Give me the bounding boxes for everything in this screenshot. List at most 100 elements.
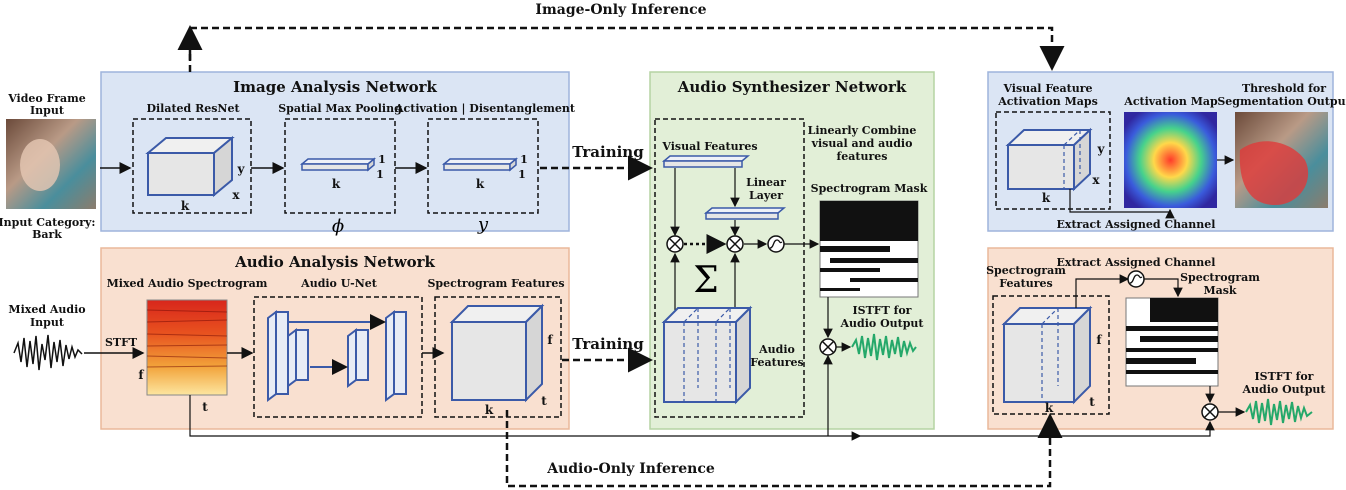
right-sigmoid-to-mask	[1144, 278, 1183, 298]
istft-right-label-1: ISTFT for	[1255, 370, 1314, 383]
synth-audio-feature-cube	[661, 305, 753, 405]
video-frame-label-1: Video Frame	[7, 92, 86, 105]
fm-dim-k: k	[1042, 191, 1051, 205]
right-output-waveform	[1245, 398, 1313, 426]
dilated-resnet-label: Dilated ResNet	[146, 102, 240, 115]
istft-label-1: ISTFT for	[853, 304, 912, 317]
spec-features-dashed-box	[434, 296, 562, 418]
features-dim-f: f	[547, 333, 553, 347]
resnet-dim-x: x	[232, 188, 240, 202]
mixed-audio-spectrogram	[146, 299, 228, 396]
audio-features-label-1: Audio	[758, 343, 795, 356]
input-category-label-1: Input Category:	[0, 216, 95, 229]
linear-layer-bar	[703, 207, 787, 220]
linearly-combine-label-2: visual and audio	[811, 137, 913, 150]
act-dim-1b: 1	[518, 168, 526, 181]
unet-blocks	[267, 310, 407, 402]
synth-output-waveform	[851, 333, 917, 361]
resnet-dim-y: y	[237, 162, 246, 176]
spec-features-right-label-1: Spectrogram	[986, 264, 1066, 277]
pool-dim-1a: 1	[378, 153, 386, 166]
extract-channel-label-bottom: Extract Assigned Channel	[1057, 256, 1216, 269]
istft-right-label-2: Audio Output	[1242, 383, 1327, 396]
activation-disentanglement-label: Activation | Disentanglement	[394, 102, 576, 115]
spatial-max-pooling-label: Spatial Max Pooling	[278, 102, 402, 115]
spectrogram-mask-label: Spectrogram Mask	[811, 182, 928, 195]
y-symbol: y	[477, 214, 489, 235]
sfr-dim-k: k	[1045, 401, 1054, 415]
spec-dim-t: t	[202, 400, 208, 414]
feature-maps-cube	[1005, 127, 1093, 192]
istft-label-2: Audio Output	[840, 317, 925, 330]
synth-output-multiply-node	[819, 338, 837, 356]
mixture-bypass-line-right	[860, 420, 1215, 437]
activation-dashed-box	[427, 118, 539, 214]
linear-layer-label-2: Layer	[749, 189, 783, 202]
threshold-label-1: Threshold for	[1242, 82, 1326, 95]
mask-texture	[820, 201, 918, 291]
synth-network-title: Audio Synthesizer Network	[677, 78, 907, 96]
image-only-inference-arrow	[188, 26, 1065, 72]
multiply-node-2	[726, 235, 744, 253]
mixed-audio-waveform	[13, 334, 83, 371]
act-dim-k: k	[476, 177, 485, 191]
spec-dim-f: f	[138, 368, 144, 382]
linearly-combine-label-1: Linearly Combine	[808, 124, 917, 137]
features-dim-t: t	[541, 394, 547, 408]
sigmoid-node	[767, 235, 785, 253]
spec-features-right-dashed-box	[992, 295, 1110, 415]
resnet-feature-cube	[145, 135, 235, 198]
video-frame-label-2: Input	[30, 104, 65, 117]
linearly-combine-label-3: features	[837, 150, 888, 163]
fm-dim-x: x	[1092, 173, 1100, 187]
visual-feature-maps-label-2: Activation Maps	[997, 95, 1098, 108]
activation-map-image	[1124, 112, 1217, 208]
right-sigmoid-node	[1127, 270, 1145, 288]
extract-channel-path-bottom	[1075, 274, 1130, 308]
sum-symbol: Σ	[693, 260, 718, 301]
feature-maps-dashed-box	[995, 111, 1111, 210]
image-only-inference-label: Image-Only Inference	[535, 2, 706, 18]
visual-feature-maps-label-1: Visual Feature	[1002, 82, 1092, 95]
pool-dim-k: k	[332, 177, 341, 191]
mixed-audio-spectrogram-label: Mixed Audio Spectrogram	[107, 277, 268, 290]
mixed-audio-label-2: Input	[30, 316, 65, 329]
mask-right-texture	[1126, 298, 1218, 374]
image-network-title: Image Analysis Network	[233, 78, 437, 96]
synth-visual-feature-bar	[661, 155, 751, 168]
spec-mask-right-label-2: Mask	[1203, 284, 1236, 297]
spec-mask-right-label-1: Spectrogram	[1180, 271, 1260, 284]
spec-features-right-cube	[1001, 305, 1093, 405]
audio-features-label-2: Features	[750, 356, 803, 369]
fm-dim-y: y	[1097, 142, 1106, 156]
mixture-bypass-line	[189, 395, 862, 441]
extract-channel-path-top	[1069, 189, 1175, 219]
spec-features-right-label-2: Features	[999, 277, 1052, 290]
extract-channel-label-top: Extract Assigned Channel	[1057, 218, 1216, 231]
segmentation-mask-overlay	[1239, 141, 1309, 205]
audio-only-inference-arrow	[505, 410, 1063, 488]
audio-only-inference-label: Audio-Only Inference	[546, 461, 715, 477]
features-dim-k: k	[485, 403, 494, 417]
right-output-multiply-node	[1201, 403, 1219, 421]
unet-dashed-box	[253, 296, 423, 418]
spectrogram-texture	[146, 309, 228, 368]
threshold-label-2: Segmentation Output	[1217, 95, 1346, 108]
synth-visual-features-label: Visual Features	[661, 140, 757, 153]
phi-symbol: ϕ	[332, 216, 344, 237]
linear-layer-label-1: Linear	[746, 176, 786, 189]
spectrogram-features-label: Spectrogram Features	[427, 277, 564, 290]
mixed-audio-label-1: Mixed Audio	[8, 303, 85, 316]
spec-features-cube	[449, 303, 545, 403]
training-label-top: Training	[572, 143, 644, 161]
input-category-label-2: Bark	[32, 228, 62, 241]
training-label-bottom: Training	[572, 335, 644, 353]
synth-dashed-box	[654, 118, 805, 418]
pooling-dashed-box	[284, 118, 396, 214]
resnet-dim-k: k	[181, 199, 190, 213]
sfr-dim-t: t	[1089, 395, 1095, 409]
multiply-node-1	[666, 235, 684, 253]
dilated-resnet-dashed-box	[132, 118, 252, 214]
